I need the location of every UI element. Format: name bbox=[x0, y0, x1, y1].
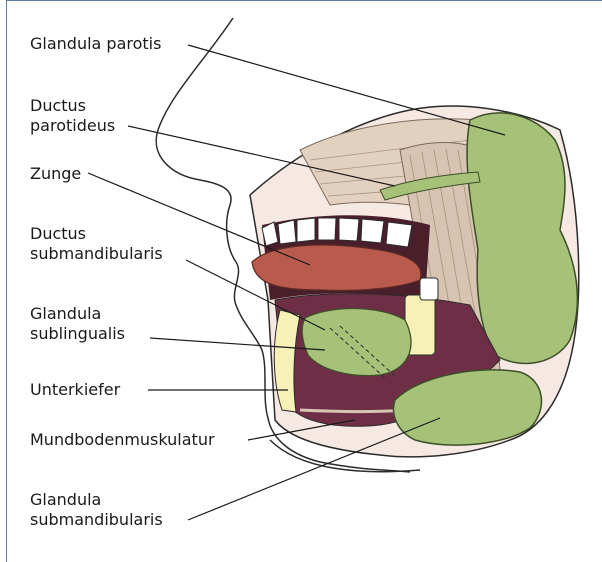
leader-glandula-parotis bbox=[188, 45, 505, 135]
label-ductus-submandibularis-line1: Ductus bbox=[30, 224, 86, 244]
lower-molar-2 bbox=[420, 278, 438, 300]
label-ductus-parotideus-line2: parotideus bbox=[30, 116, 115, 136]
label-glandula-parotis: Glandula parotis bbox=[30, 34, 161, 54]
label-unterkiefer: Unterkiefer bbox=[30, 380, 120, 400]
label-ductus-parotideus-line1: Ductus bbox=[30, 96, 86, 116]
label-zunge: Zunge bbox=[30, 164, 81, 184]
label-glandula-submandibularis-line2: submandibularis bbox=[30, 510, 163, 530]
label-glandula-submandibularis-line1: Glandula bbox=[30, 490, 101, 510]
label-glandula-sublingualis-line1: Glandula bbox=[30, 304, 101, 324]
label-glandula-sublingualis-line2: sublingualis bbox=[30, 324, 125, 344]
label-mundbodenmuskulatur: Mundbodenmuskulatur bbox=[30, 430, 215, 450]
label-ductus-submandibularis-line2: submandibularis bbox=[30, 244, 163, 264]
